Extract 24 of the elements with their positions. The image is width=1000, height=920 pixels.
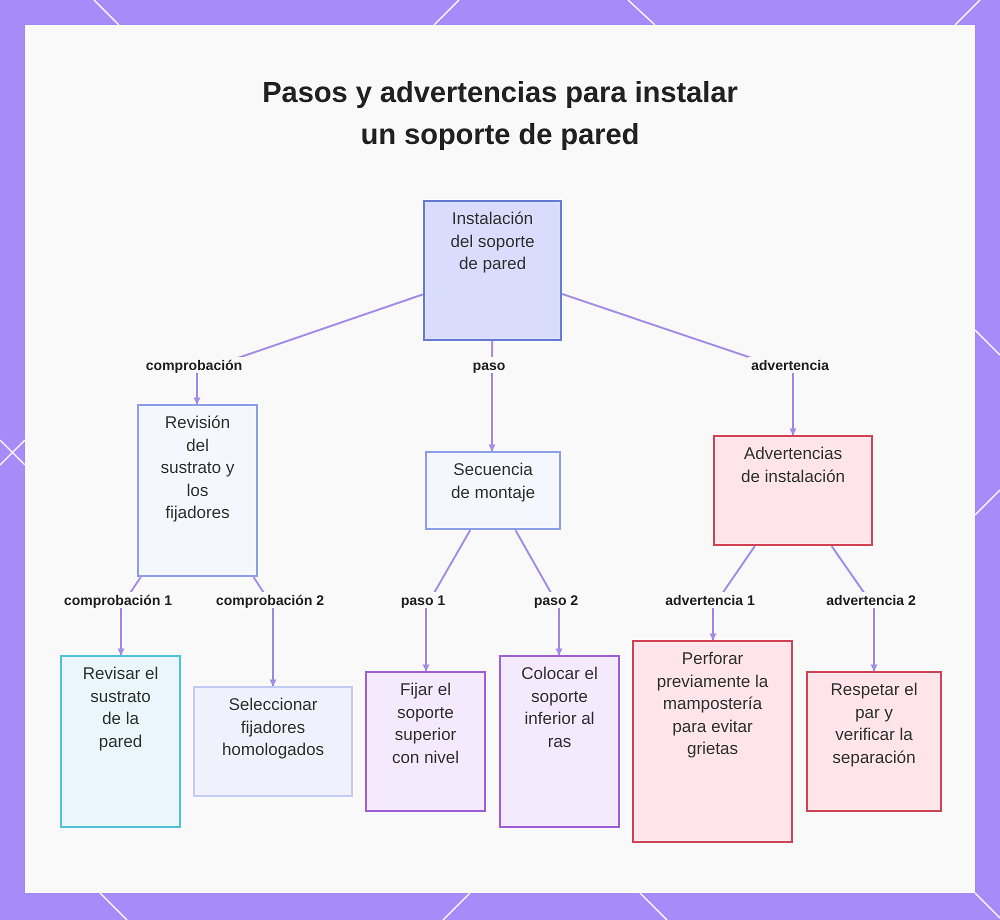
category-box (137, 404, 258, 577)
node-label: Secuencia de montaje (450, 459, 536, 504)
node-label: Instalación del soporte de pared (449, 208, 536, 275)
connector-arrow (422, 530, 472, 672)
node-label: Seleccionar fijadores homologados (220, 694, 326, 761)
node-label: Respetar el par y verificar la separación (830, 679, 918, 768)
node-label: Revisión del sustrato y los fijadores (160, 412, 236, 524)
task-box (60, 655, 181, 828)
task-box (499, 655, 620, 828)
node-label: Colocar el soporte inferior al ras (520, 663, 599, 752)
connector-arrow (514, 530, 562, 656)
warning-box (632, 640, 793, 843)
edge-label: advertencia (748, 357, 832, 373)
warning-box (713, 435, 873, 546)
task-box (365, 671, 486, 812)
task-box (193, 686, 353, 797)
node-label: Fijar el soporte superior con nivel (390, 679, 460, 768)
category-box (425, 451, 561, 530)
node-label: Advertencias de instalación (740, 443, 846, 488)
warning-box (806, 671, 942, 812)
diagram-title: Pasos y advertencias para instalar un soporte de pared (261, 76, 739, 153)
node-label: Revisar el sustrato de la pared (82, 663, 160, 752)
node-label: Perforar previamente la mampostería para evitar grietas (656, 648, 770, 760)
topic-box (423, 200, 562, 341)
